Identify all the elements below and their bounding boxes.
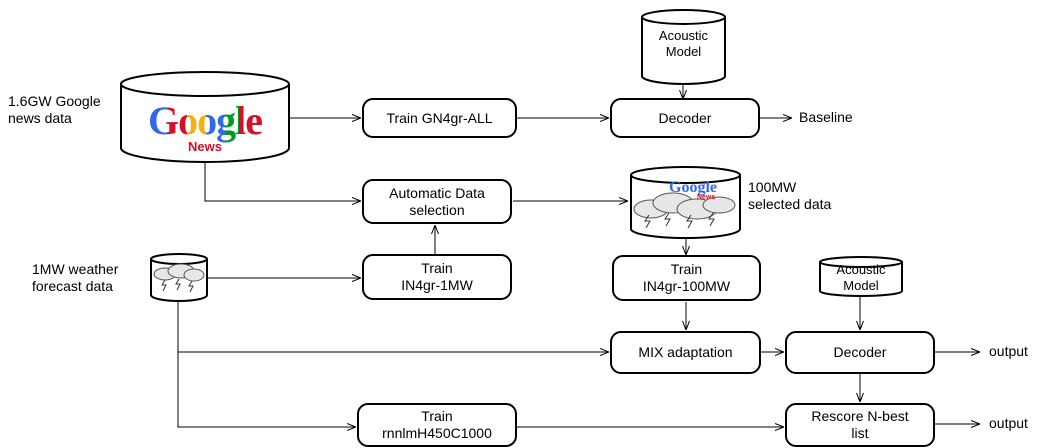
output-label: output <box>989 343 1028 359</box>
mix-adaptation-box: MIX adaptation <box>610 331 761 374</box>
train-in4gr-100mw-box: Train IN4gr-100MW <box>612 255 761 301</box>
google-logo-text: Google <box>148 98 263 143</box>
arrow-weather-to-rnnlm <box>177 352 356 427</box>
baseline-label: Baseline <box>799 109 853 125</box>
small-google-news-subtext: News <box>697 194 716 201</box>
database-icon <box>641 9 726 85</box>
database-icon <box>630 166 741 239</box>
output-label: output <box>989 415 1028 431</box>
google-news-subtext: News <box>188 139 222 154</box>
database-icon <box>819 256 903 297</box>
storm-cloud-icon <box>633 192 736 220</box>
arrow-google-to-selection <box>204 162 361 201</box>
acoustic-model-top-db: Acoustic Model <box>640 8 727 88</box>
database-icon <box>150 253 208 302</box>
google-news-db: Google News <box>119 70 291 165</box>
small-google-logo: Google <box>669 179 717 197</box>
decoder-baseline-box: Decoder <box>610 98 760 138</box>
small-google-logo-text: Google <box>669 179 717 196</box>
weather-forecast-db <box>149 252 209 303</box>
decoder-output-box: Decoder <box>785 331 935 374</box>
google-data-label: 1.6GW Google news data <box>8 93 101 126</box>
acoustic-model-label: Acoustic Model <box>836 262 886 293</box>
arrow-weather-to-mix <box>177 300 609 352</box>
selected-data-db: Google News <box>629 165 742 242</box>
database-icon <box>120 71 290 163</box>
rescore-nbest-box: Rescore N-best list <box>785 403 935 447</box>
train-gn4gr-all-box: Train GN4gr-ALL <box>362 98 517 138</box>
automatic-data-selection-box: Automatic Data selection <box>362 179 512 224</box>
train-rnnlm-box: Train rnnlmH450C1000 <box>357 403 517 447</box>
storm-cloud-icon <box>153 263 205 282</box>
google-logo: Google <box>119 100 291 142</box>
train-in4gr-1mw-box: Train IN4gr-1MW <box>362 254 512 300</box>
acoustic-model-label: Acoustic Model <box>658 28 709 59</box>
selected-data-label: 100MW selected data <box>748 179 832 212</box>
acoustic-model-bottom-db: Acoustic Model <box>818 255 904 298</box>
weather-data-label: 1MW weather forecast data <box>32 261 119 294</box>
